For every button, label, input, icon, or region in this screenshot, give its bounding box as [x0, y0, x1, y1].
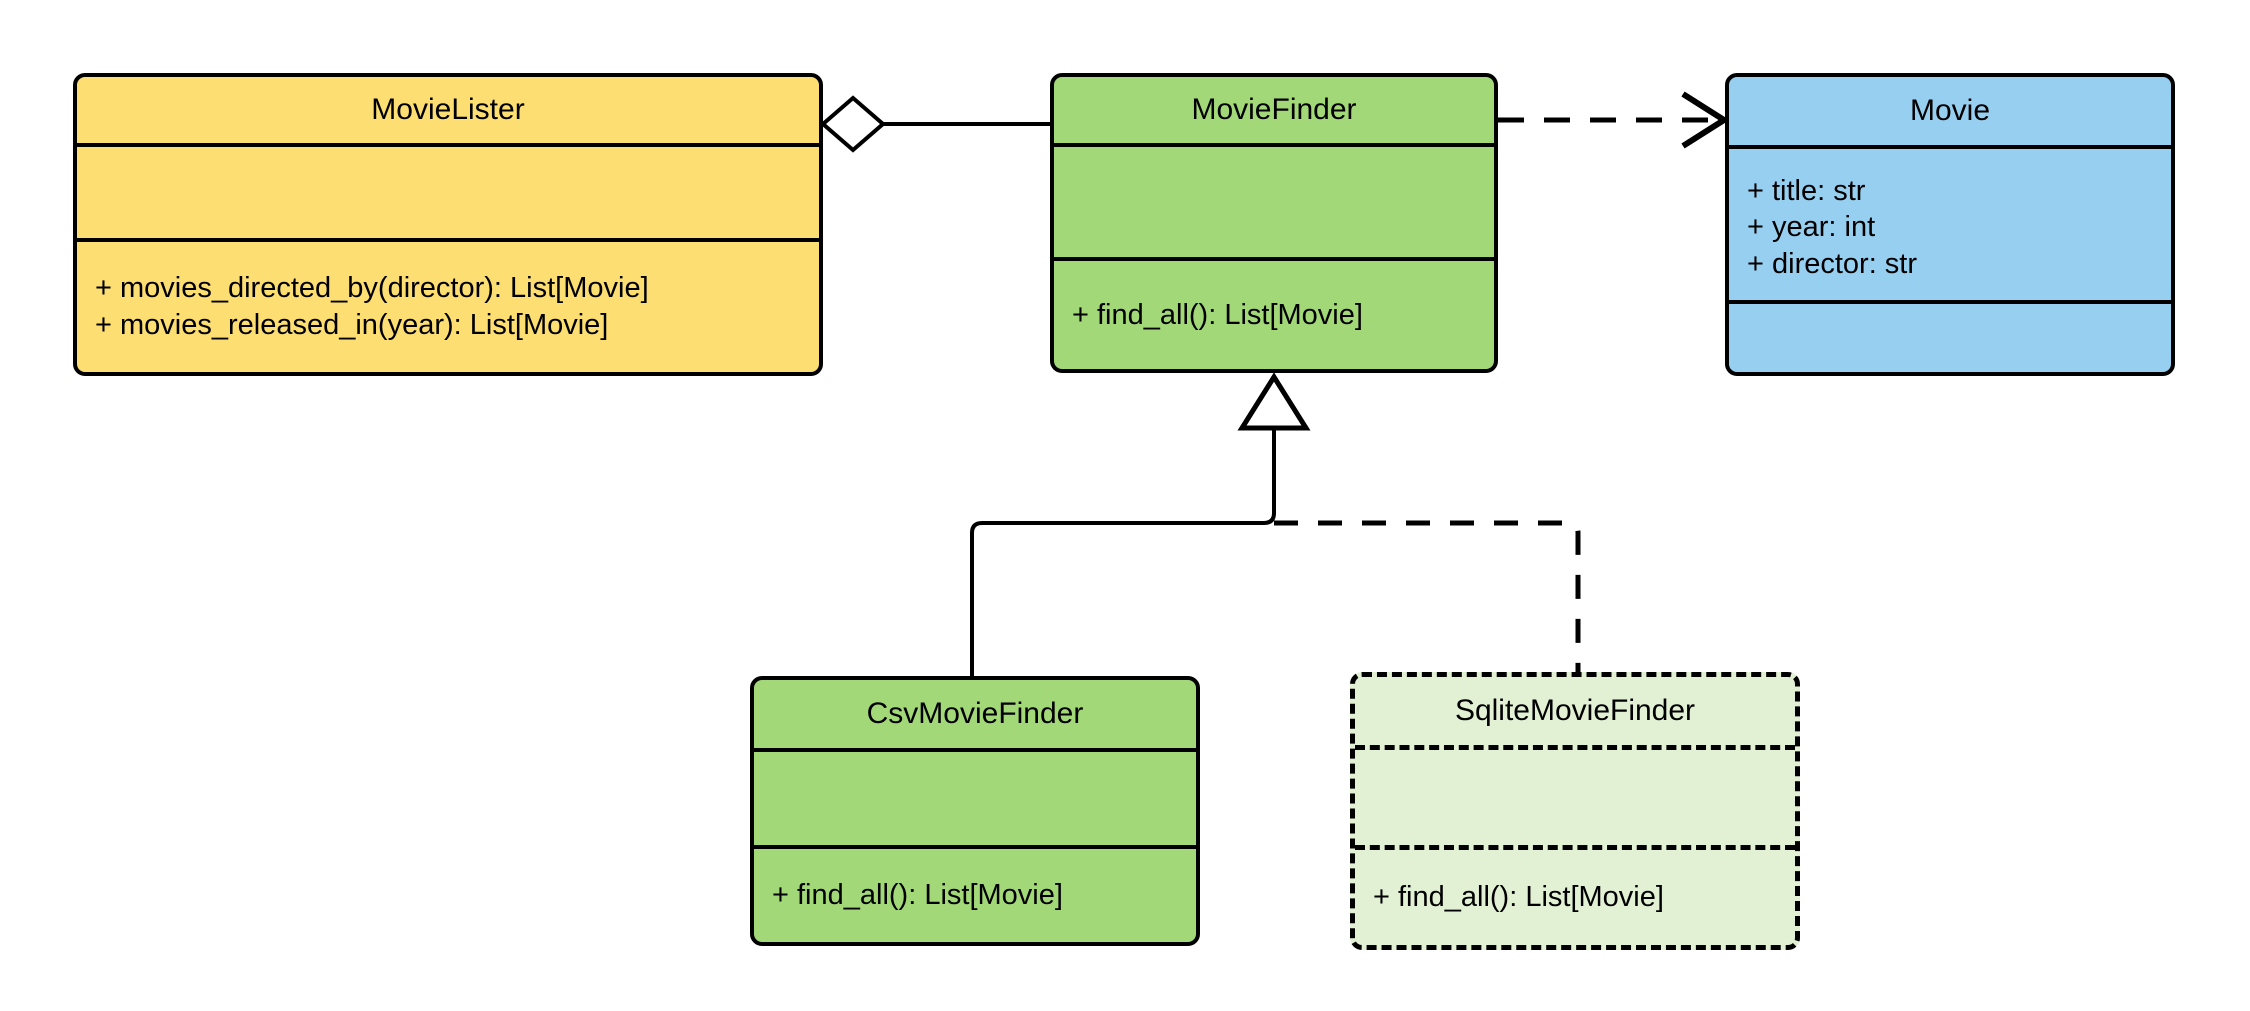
class-name-movie: Movie — [1909, 94, 1991, 127]
methods-compartment-movie — [1729, 300, 2171, 372]
class-box-movielister[interactable]: MovieLister + movies_directed_by(directo… — [73, 73, 823, 376]
methods-compartment-sqlitemoviefinder: + find_all(): List[Movie] — [1355, 845, 1795, 945]
method-item: + find_all(): List[Movie] — [1373, 881, 1664, 914]
attributes-compartment-sqlitemoviefinder — [1355, 745, 1795, 845]
dependency-edge — [1498, 91, 1730, 149]
method-item: + movies_released_in(year): List[Movie] — [95, 309, 609, 341]
class-name-csvmoviefinder: CsvMovieFinder — [866, 697, 1084, 730]
attributes-compartment-csvmoviefinder — [754, 748, 1196, 845]
method-item: + find_all(): List[Movie] — [1072, 298, 1363, 331]
class-box-movie[interactable]: Movie + title: str + year: int + directo… — [1725, 73, 2175, 376]
attribute-item: + title: str — [1747, 174, 1866, 207]
methods-compartment-moviefinder: + find_all(): List[Movie] — [1054, 257, 1494, 369]
class-name-sqlitemoviefinder: SqliteMovieFinder — [1454, 694, 1696, 727]
methods-compartment-movielister: + movies_directed_by(director): List[Mov… — [77, 238, 819, 372]
open-arrow-icon — [1681, 91, 1730, 149]
attribute-item: + year: int — [1747, 211, 1876, 244]
method-item: + find_all(): List[Movie] — [772, 879, 1063, 912]
hollow-diamond-icon — [819, 95, 887, 153]
aggregation-edge — [819, 95, 1050, 153]
hollow-triangle-icon — [1237, 372, 1311, 431]
attributes-compartment-movie: + title: str + year: int + director: str — [1729, 145, 2171, 300]
class-box-sqlitemoviefinder[interactable]: SqliteMovieFinder + find_all(): List[Mov… — [1350, 672, 1800, 950]
methods-compartment-csvmoviefinder: + find_all(): List[Movie] — [754, 845, 1196, 942]
attributes-compartment-moviefinder — [1054, 143, 1494, 257]
attribute-item: + director: str — [1747, 247, 1918, 280]
class-name-moviefinder: MovieFinder — [1191, 93, 1357, 126]
class-box-csvmoviefinder[interactable]: CsvMovieFinder + find_all(): List[Movie] — [750, 676, 1200, 946]
generalization-csv-line — [970, 428, 1276, 676]
generalization-sqlite-line — [1274, 520, 1581, 672]
generalization-edge-group — [970, 372, 1581, 676]
class-name-movielister: MovieLister — [371, 93, 525, 126]
attributes-compartment-movielister — [77, 143, 819, 238]
method-item: + movies_directed_by(director): List[Mov… — [95, 272, 649, 305]
class-box-moviefinder[interactable]: MovieFinder + find_all(): List[Movie] — [1050, 73, 1498, 373]
